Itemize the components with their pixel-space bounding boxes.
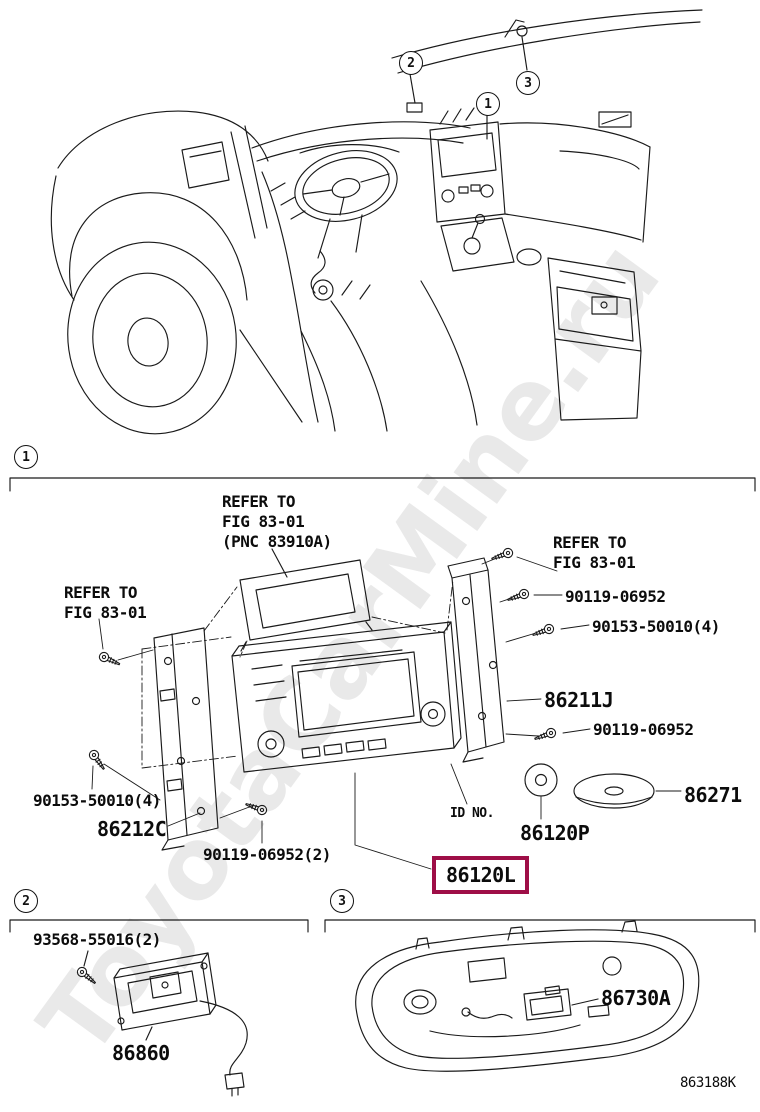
- car-interior-sketch: [50, 9, 703, 435]
- screw-icon: [532, 726, 558, 744]
- screw-icon: [87, 748, 109, 773]
- label-part-86271: 86271: [684, 783, 742, 807]
- label-id-no: ID NO.: [450, 806, 494, 821]
- label-refer-fig-pnc: REFER TO FIG 83-01 (PNC 83910A): [222, 492, 332, 551]
- section-dividers: [9, 477, 756, 933]
- leader-lines: [91, 556, 682, 870]
- label-screw-90119-bottom: 90119-06952(2): [203, 845, 331, 864]
- screw-icon: [505, 587, 531, 605]
- label-screw-90153-left: 90153-50010(4): [33, 791, 161, 810]
- section-3-marker: 3: [330, 889, 354, 913]
- callout-2-top: 2: [399, 51, 423, 75]
- label-part-86120p: 86120P: [520, 821, 590, 845]
- section-1-marker: 1: [14, 445, 38, 469]
- drawing-number: 863188K: [680, 1075, 736, 1091]
- screw-icon: [489, 546, 515, 564]
- label-part-86212c: 86212C: [97, 817, 167, 841]
- label-refer-fig-left: REFER TO FIG 83-01: [64, 583, 147, 622]
- screw-icon: [74, 964, 99, 988]
- label-part-86211j: 86211J: [544, 688, 614, 712]
- radio-exploded-view: [87, 546, 682, 870]
- label-part-86860: 86860: [112, 1041, 170, 1065]
- callout-3-top: 3: [516, 71, 540, 95]
- screw-icon: [530, 622, 556, 640]
- roof-console-sketch: [355, 920, 700, 1072]
- section-2-marker: 2: [14, 889, 38, 913]
- amplifier-sketch: [74, 950, 248, 1097]
- label-screw-90119-right-upper: 90119-06952: [565, 587, 666, 606]
- callout-1-top: 1: [476, 92, 500, 116]
- label-part-86730a: 86730A: [601, 986, 671, 1010]
- label-screw-90119-right-lower: 90119-06952: [593, 720, 694, 739]
- label-refer-fig-right: REFER TO FIG 83-01: [553, 533, 636, 572]
- highlighted-part-86120l: 86120L: [432, 856, 530, 894]
- label-part-93568: 93568-55016(2): [33, 930, 161, 949]
- label-screw-90153-right: 90153-50010(4): [592, 617, 720, 636]
